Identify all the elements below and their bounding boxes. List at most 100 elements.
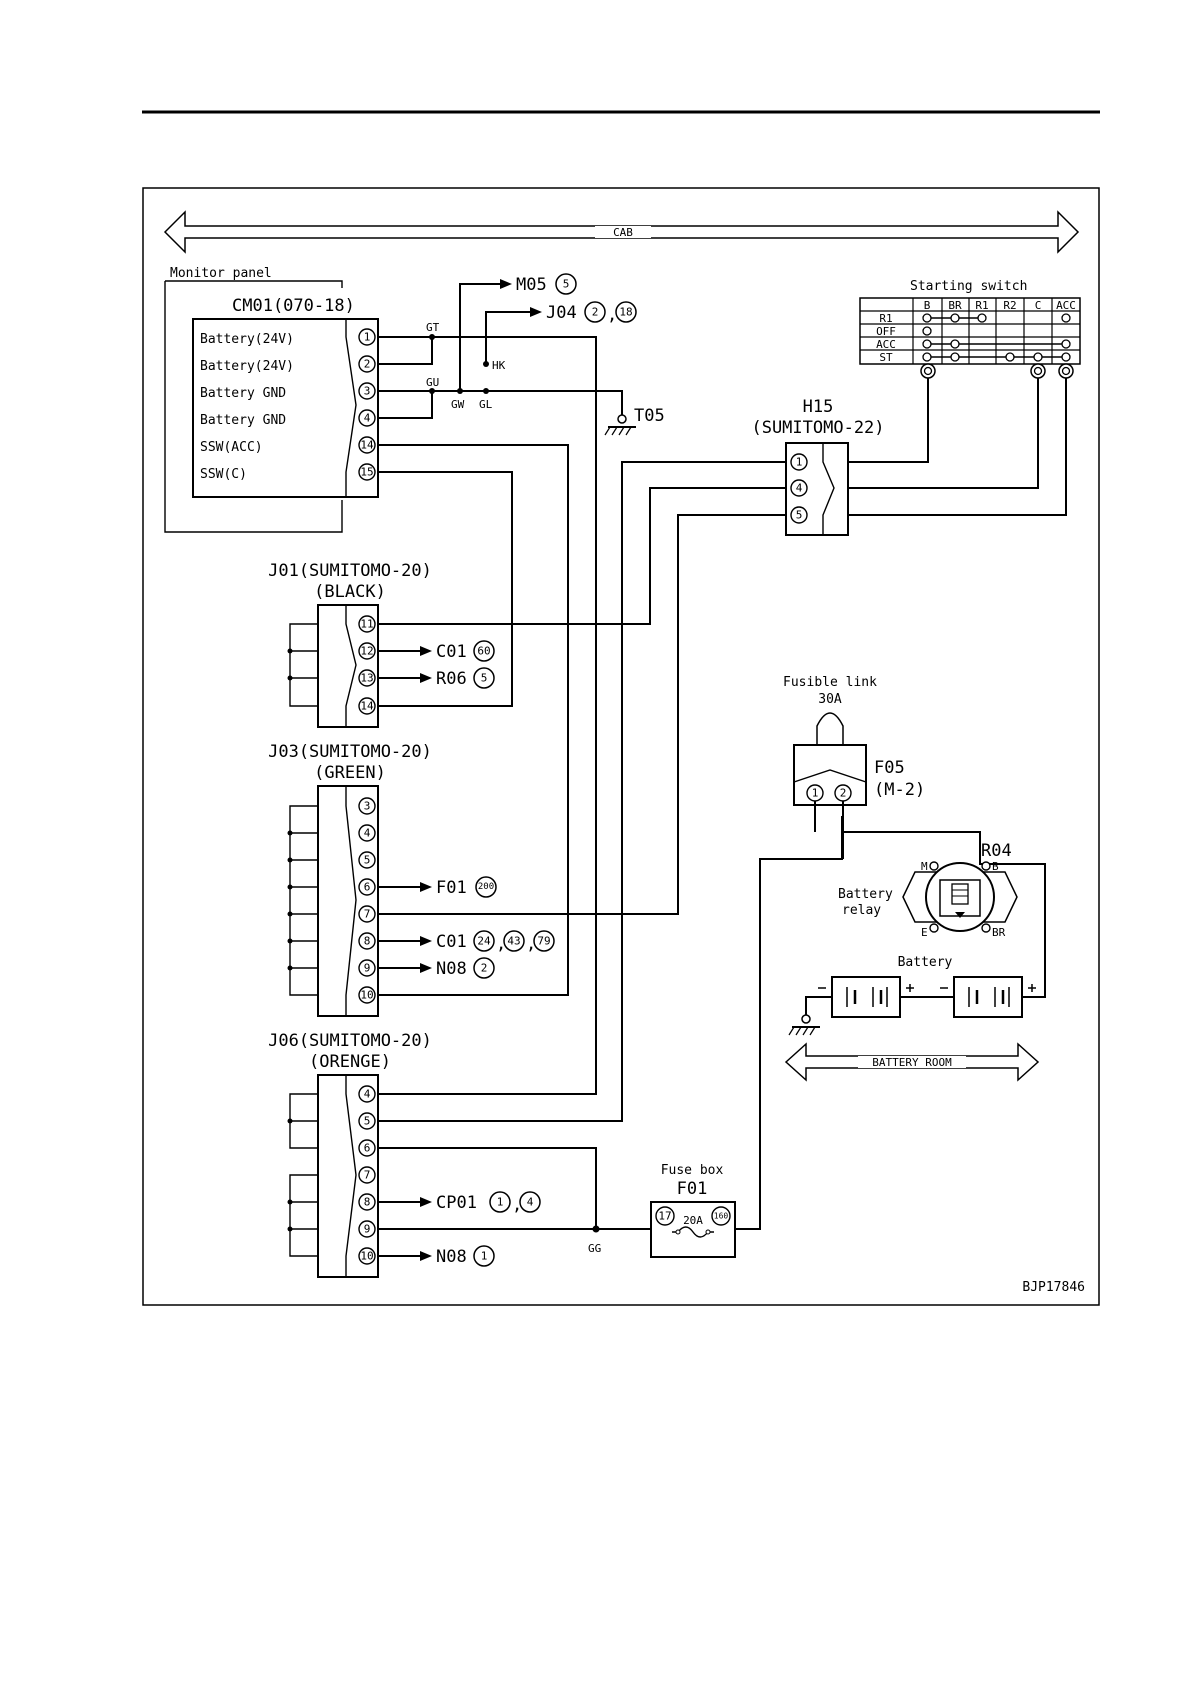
ground-icon (604, 414, 636, 436)
relay-terminal-b: B (992, 860, 999, 873)
svg-text:C01: C01 (436, 932, 467, 952)
j06-pin: 4 (364, 1088, 371, 1101)
diagram-frame (142, 187, 1100, 1306)
cab-zone-arrow: CAB (163, 210, 1080, 254)
j06-pin: 8 (364, 1196, 371, 1209)
battery-relay: R04 M B E BR Battery relay (838, 841, 1018, 939)
relay-terminal-m: M (921, 860, 928, 873)
cm01-pin-label: Battery GND (200, 413, 286, 428)
j03-pin: 6 (364, 881, 371, 894)
switch-col: C (1035, 299, 1042, 312)
j01-pin: 13 (360, 672, 373, 685)
switch-col: R1 (975, 299, 988, 312)
svg-text:M05: M05 (516, 275, 547, 295)
switch-col: BR (948, 299, 962, 312)
splice-gw: GW (451, 398, 465, 411)
cm01-pin-label: Battery(24V) (200, 332, 294, 347)
r06-ref: R06 5 (378, 667, 495, 689)
j03-pin: 9 (364, 962, 371, 975)
relay-label-1: Battery (838, 887, 893, 902)
fuse-pin-in: 17 (658, 1210, 671, 1223)
h15-label: H15 (803, 397, 834, 417)
j06-pin: 9 (364, 1223, 371, 1236)
svg-text:200: 200 (478, 882, 494, 892)
wires (378, 283, 1067, 1230)
j01-pin: 11 (360, 618, 373, 631)
cm01-label: CM01(070-18) (232, 296, 355, 316)
h15-connector: H15 (SUMITOMO-22) 1 4 5 (751, 397, 885, 536)
cm01-pin-number: 14 (360, 439, 374, 452)
cm01-pin-number: 3 (364, 385, 371, 398)
j04-ref: J04 2 , 18 (530, 301, 637, 325)
n08-ref-2: N08 2 (378, 957, 495, 979)
svg-text:N08: N08 (436, 959, 467, 979)
fusible-link-rating: 30A (818, 692, 842, 707)
f05-pin: 2 (840, 787, 847, 800)
battery-pack: Battery (818, 955, 1036, 1018)
svg-text:1: 1 (481, 1250, 488, 1263)
switch-col: R2 (1003, 299, 1016, 312)
svg-text:43: 43 (507, 935, 520, 948)
splice-dots (429, 334, 600, 1233)
cm01-pin-number: 1 (364, 331, 371, 344)
j01-label: J01(SUMITOMO-20) (268, 561, 432, 581)
j01-pin: 12 (360, 645, 373, 658)
svg-text:24: 24 (477, 935, 491, 948)
f05-pin: 1 (812, 787, 819, 800)
switch-row: ST (879, 351, 893, 364)
h15-type: (SUMITOMO-22) (751, 418, 884, 438)
fuse-pin-out: 160 (714, 1212, 729, 1221)
splice-gt: GT (426, 321, 440, 334)
svg-text:60: 60 (477, 645, 490, 658)
t05-label: T05 (634, 406, 665, 426)
svg-text:F01: F01 (436, 878, 467, 898)
starting-switch: Starting switch B BR R1 R2 C ACC R1 OFF … (859, 279, 1081, 379)
j03-pin: 10 (360, 989, 373, 1002)
f05-type: (M-2) (874, 780, 925, 800)
n08-ref-1: N08 1 (378, 1245, 495, 1267)
battery-room-arrow: BATTERY ROOM (784, 1042, 1040, 1082)
fuse-box-title: Fuse box (661, 1163, 724, 1178)
j03-pin: 4 (364, 827, 371, 840)
f01-ref-200: F01 200 (378, 876, 497, 898)
cm01-pin-number: 2 (364, 358, 371, 371)
j06-pin: 7 (364, 1169, 371, 1182)
switch-row: OFF (876, 325, 896, 338)
relay-terminal-br: BR (992, 926, 1006, 939)
j03-color: (GREEN) (314, 763, 386, 783)
j06-pin: 5 (364, 1115, 371, 1128)
j06-pin: 6 (364, 1142, 371, 1155)
svg-text:,: , (512, 1195, 522, 1215)
svg-text:2: 2 (481, 962, 488, 975)
svg-text:N08: N08 (436, 1247, 467, 1267)
c01-ref-multi: C01 24 , 43 , 79 (378, 930, 555, 954)
fuse-box: Fuse box F01 17 160 20A (650, 1163, 736, 1258)
battery-title: Battery (898, 955, 953, 970)
cm01-pins: 1 2 3 4 14 15 (358, 328, 376, 481)
j06-label: J06(SUMITOMO-20) (268, 1031, 432, 1051)
battery-room-label: BATTERY ROOM (872, 1056, 952, 1069)
splice-gl: GL (479, 398, 493, 411)
starting-switch-title: Starting switch (910, 279, 1027, 294)
j03-pin: 7 (364, 908, 371, 921)
fuse-rating: 20A (683, 1214, 703, 1227)
splice-hk: HK (492, 359, 506, 372)
cm01-pin-number: 4 (364, 412, 371, 425)
svg-text:R06: R06 (436, 669, 467, 689)
j03-label: J03(SUMITOMO-20) (268, 742, 432, 762)
switch-row: ACC (876, 338, 896, 351)
svg-text:5: 5 (481, 672, 488, 685)
fusible-link-title: Fusible link (783, 675, 877, 690)
j03-pin: 3 (364, 800, 371, 813)
splice-gu: GU (426, 376, 439, 389)
f05-label: F05 (874, 758, 905, 778)
svg-text:,: , (526, 934, 536, 954)
ground-icon (788, 1014, 820, 1036)
cm01-pin-label: SSW(C) (200, 467, 247, 482)
monitor-panel: Monitor panel CM01(070-18) Battery(24V) … (164, 266, 379, 533)
svg-text:C01: C01 (436, 642, 467, 662)
cp01-ref: CP01 1 , 4 (378, 1191, 541, 1215)
j03-connector: J03(SUMITOMO-20) (GREEN) 3 4 5 6 7 8 9 1… (268, 742, 432, 1017)
j01-connector: J01(SUMITOMO-20) (BLACK) 11 12 13 14 (268, 561, 432, 728)
